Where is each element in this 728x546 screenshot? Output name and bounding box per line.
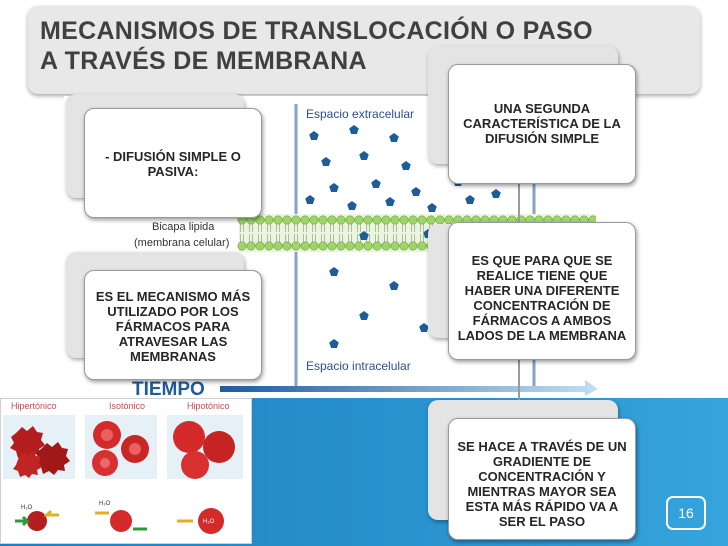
hypotonic-cells <box>173 421 235 479</box>
svg-text:H₂O: H₂O <box>203 519 215 525</box>
time-label: TIEMPO <box>132 379 205 398</box>
cells-panel: Hipertónico Isotónico Hipotónico <box>0 398 252 544</box>
time-arrow: TIEMPO <box>130 376 600 400</box>
hypertonic-label: Hipertónico <box>11 401 57 411</box>
extracellular-label: Espacio extracelular <box>306 107 414 121</box>
hypotonic-label: Hipotónico <box>187 401 230 411</box>
right-card1-text: UNA SEGUNDA CARACTERÍSTICA DE LA DIFUSIÓ… <box>463 101 621 146</box>
left-card2: ES EL MECANISMO MÁS UTILIZADO POR LOS FÁ… <box>84 270 262 380</box>
osmosis-row: H₂O H₂O H₂O <box>15 501 224 534</box>
left-card1: - DIFUSIÓN SIMPLE O PASIVA: <box>84 108 262 218</box>
bilayer-label-2: (membrana celular) <box>134 237 229 249</box>
isotonic-label: Isotónico <box>109 401 146 411</box>
slide-title-line2: A TRAVÉS DE MEMBRANA <box>40 47 367 75</box>
left-card1-text: - DIFUSIÓN SIMPLE O PASIVA: <box>105 149 241 179</box>
intracellular-label: Espacio intracelular <box>306 359 411 373</box>
right-card3: SE HACE A TRAVÉS DE UN GRADIENTE DE CONC… <box>448 418 636 540</box>
right-card1: UNA SEGUNDA CARACTERÍSTICA DE LA DIFUSIÓ… <box>448 64 636 184</box>
right-card2-text: ES QUE PARA QUE SE REALICE TIENE QUE HAB… <box>457 253 627 343</box>
slide-title-line1: MECANISMOS DE TRANSLOCACIÓN O PASO <box>40 17 593 45</box>
left-card2-text: ES EL MECANISMO MÁS UTILIZADO POR LOS FÁ… <box>95 289 251 364</box>
time-arrow-svg: TIEMPO <box>132 379 598 400</box>
time-arrow-shape <box>220 380 598 396</box>
isotonic-cells <box>92 421 149 476</box>
right-card3-text: SE HACE A TRAVÉS DE UN GRADIENTE DE CONC… <box>457 439 627 529</box>
hypertonic-cells <box>10 426 70 478</box>
page-number: 16 <box>666 496 706 530</box>
bilayer-label-1: Bicapa lipida <box>152 221 215 233</box>
svg-text:H₂O: H₂O <box>21 505 33 511</box>
slide-title: MECANISMOS DE TRANSLOCACIÓN O PASO A TRA… <box>40 16 710 76</box>
svg-text:H₂O: H₂O <box>99 501 111 507</box>
cells-illustration: H₂O H₂O H₂O <box>3 415 243 534</box>
right-card2: ES QUE PARA QUE SE REALICE TIENE QUE HAB… <box>448 222 636 360</box>
